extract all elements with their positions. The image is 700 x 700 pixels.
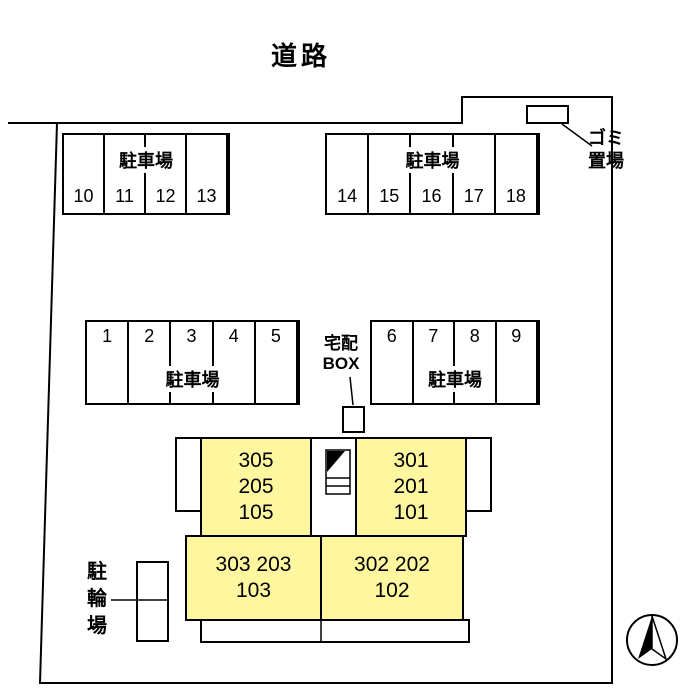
parking-space-number: 11	[115, 186, 134, 206]
delivery-box	[342, 406, 365, 433]
parking-space: 16	[411, 135, 454, 213]
parking-space: 3	[171, 322, 214, 403]
room-stack-upper-east: 301 201 101	[355, 437, 467, 537]
road-label: 道路	[270, 41, 331, 71]
parking-lot-label: 駐車場	[116, 147, 176, 173]
parking-space: 10	[64, 135, 105, 213]
building-west-wing	[175, 437, 202, 512]
parking-space: 18	[496, 135, 539, 213]
room-number: 201	[393, 475, 429, 498]
delivery-box-pointer-line	[349, 376, 354, 406]
room-stack-upper-west: 305 205 105	[200, 437, 312, 537]
parking-lot-label: 駐車場	[402, 147, 463, 173]
parking-space-number: 8	[469, 326, 480, 346]
parking-space-number: 7	[428, 326, 439, 346]
compass-north-arrow-icon	[626, 614, 678, 666]
parking-space-number: 4	[228, 326, 239, 346]
parking-lot-label: 駐車場	[162, 366, 223, 392]
parking-space-number: 9	[511, 326, 522, 346]
parking-space-number: 2	[144, 326, 155, 346]
room-number: 301	[393, 449, 429, 472]
bicycle-parking-box	[136, 561, 169, 642]
parking-block-midwest: 1 2 3 4 5 駐車場	[85, 320, 300, 405]
delivery-label-line1: 宅配	[324, 334, 358, 353]
parking-space: 11	[105, 135, 146, 213]
parking-space: 14	[327, 135, 370, 213]
parking-space: 17	[454, 135, 496, 213]
parking-space-number: 16	[421, 186, 442, 206]
room-number: 303 203	[215, 553, 292, 576]
parking-space: 4	[214, 322, 256, 403]
delivery-box-label: 宅配 BOX	[315, 334, 367, 374]
stairwell	[310, 437, 357, 537]
building-south-strip	[200, 619, 470, 643]
parking-space-number: 14	[337, 186, 358, 206]
parking-space: 7	[414, 322, 455, 403]
room-number: 305	[238, 449, 274, 472]
parking-space: 13	[187, 135, 228, 213]
parking-block-northwest: 10 11 12 13 駐車場	[62, 133, 230, 215]
parking-space: 5	[256, 322, 299, 403]
room-number: 302 202	[354, 553, 430, 576]
parking-space: 1	[87, 322, 130, 403]
room-number: 103	[235, 579, 272, 602]
parking-block-mideast: 6 7 8 9 駐車場	[370, 320, 540, 405]
bicycle-parking-label: 駐 輪 場	[84, 559, 110, 640]
room-number: 205	[238, 475, 274, 498]
room-stack-lower-east: 302 202 102	[320, 535, 464, 621]
parking-space-number: 18	[505, 186, 526, 206]
room-number: 102	[374, 579, 410, 602]
parking-space-number: 5	[270, 326, 281, 346]
garbage-label-line1: ゴミ	[588, 128, 624, 148]
parking-space-number: 13	[196, 186, 217, 206]
parking-space: 12	[146, 135, 187, 213]
parking-space: 6	[372, 322, 414, 403]
parking-space: 2	[129, 322, 172, 403]
bicycle-label-char: 輪	[87, 588, 107, 610]
parking-space-number: 10	[73, 186, 94, 206]
room-number: 105	[238, 501, 274, 524]
parking-space-number: 12	[155, 186, 176, 206]
garbage-area-label: ゴミ 置場	[588, 127, 624, 173]
parking-space: 9	[497, 322, 538, 403]
parking-space-number: 6	[386, 326, 397, 346]
garbage-area-box	[526, 105, 569, 124]
building-east-wing	[465, 437, 492, 512]
bicycle-label-char: 場	[87, 615, 107, 637]
parking-space-number: 17	[463, 186, 484, 206]
bicycle-label-char: 駐	[87, 561, 107, 583]
delivery-label-line2: BOX	[322, 354, 360, 373]
parking-space-number: 3	[186, 326, 197, 346]
room-number: 101	[393, 501, 429, 524]
parking-block-northeast: 14 15 16 17 18 駐車場	[325, 133, 540, 215]
parking-space: 15	[369, 135, 412, 213]
parking-space: 8	[455, 322, 497, 403]
parking-lot-label: 駐車場	[425, 366, 485, 392]
parking-space-number: 1	[102, 326, 113, 346]
room-stack-lower-west: 303 203 103	[185, 535, 322, 621]
garbage-label-line2: 置場	[588, 151, 624, 171]
parking-space-number: 15	[379, 186, 400, 206]
